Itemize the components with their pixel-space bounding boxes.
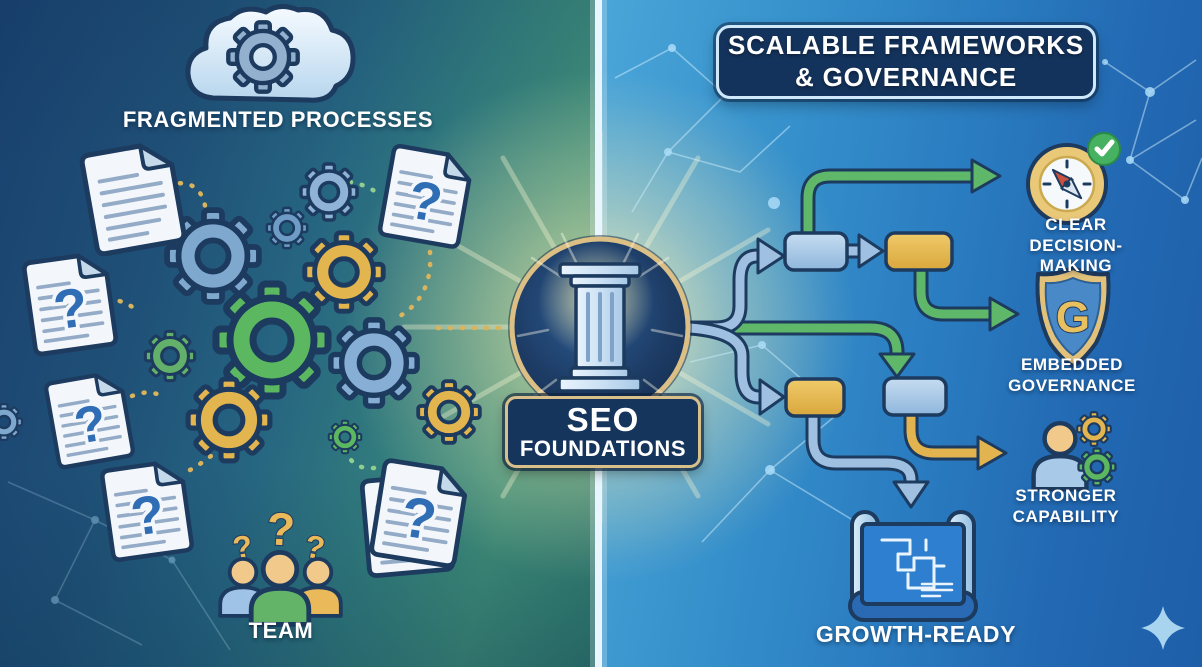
dashed-connectors	[93, 179, 509, 473]
blueprint-icon	[848, 510, 978, 622]
arrowhead-down	[878, 352, 916, 379]
arrowhead-right	[976, 435, 1008, 471]
gear-icon	[331, 320, 417, 406]
compass-check-icon	[1026, 132, 1121, 225]
team-label: TEAM	[248, 618, 314, 643]
sparkle-icon	[1141, 606, 1185, 650]
growth-ready-label: GROWTH-READY	[815, 621, 1017, 647]
team-icon: ? ? ?	[218, 501, 343, 624]
seo-badge-title: SEO	[566, 400, 640, 438]
question-mark-glyph: ?	[265, 502, 296, 555]
person-icon	[251, 552, 309, 624]
seo-foundations-badge: SEO FOUNDATIONS	[505, 396, 701, 468]
cloud-gear-icon	[185, 4, 356, 103]
left-panel-title: FRAGMENTED PROCESSES	[122, 107, 434, 132]
person-gears-icon	[1034, 411, 1117, 489]
governance-letter: G	[1056, 293, 1090, 342]
flow-node-gold	[884, 231, 954, 272]
gear-icon	[265, 206, 309, 250]
seo-pillar-emblem	[508, 232, 692, 419]
gear-icon	[299, 162, 359, 222]
outcome-label-embedded-governance: EMBEDDED GOVERNANCE	[1008, 355, 1136, 395]
gear-icon	[1076, 411, 1112, 447]
arrowhead-down	[892, 480, 930, 509]
gear-icon	[305, 233, 383, 311]
flow-node-blue	[783, 231, 849, 272]
right-panel-title-box: SCALABLE FRAMEWORKS & GOVERNANCE	[716, 25, 1096, 99]
pillar-icon	[557, 262, 643, 393]
seo-badge-subtitle: FOUNDATIONS	[519, 435, 687, 461]
arrowhead-right	[758, 378, 786, 416]
arrowhead-right	[756, 237, 786, 275]
flow-node-blue	[882, 376, 948, 417]
outcome-label-clear-decision-making: CLEAR DECISION-MAKING	[1029, 215, 1123, 276]
arrowhead-right	[970, 158, 1002, 194]
gear-icon	[143, 329, 197, 383]
question-mark-glyph: ?	[302, 528, 328, 567]
outcome-label-stronger-capability: STRONGER CAPABILITY	[1012, 486, 1120, 526]
gear-icon	[188, 379, 270, 461]
gear-icon	[0, 402, 24, 442]
document-question-icon	[379, 145, 473, 247]
check-icon	[1094, 139, 1115, 157]
gear-icon	[1077, 447, 1117, 487]
flowchart	[680, 158, 1020, 509]
document-question-icon	[45, 371, 133, 468]
arrowhead-right	[857, 233, 885, 269]
document-question-icon	[102, 460, 193, 560]
flow-node-gold	[784, 377, 846, 418]
document-question-icon	[371, 460, 468, 567]
arrowhead-right	[988, 296, 1020, 332]
gear-icon	[327, 419, 363, 455]
document-icon	[81, 141, 185, 255]
document-question-icon	[24, 252, 117, 354]
right-panel-title: SCALABLE FRAMEWORKS & GOVERNANCE	[727, 30, 1085, 92]
shield-g-icon: G	[1035, 266, 1111, 368]
